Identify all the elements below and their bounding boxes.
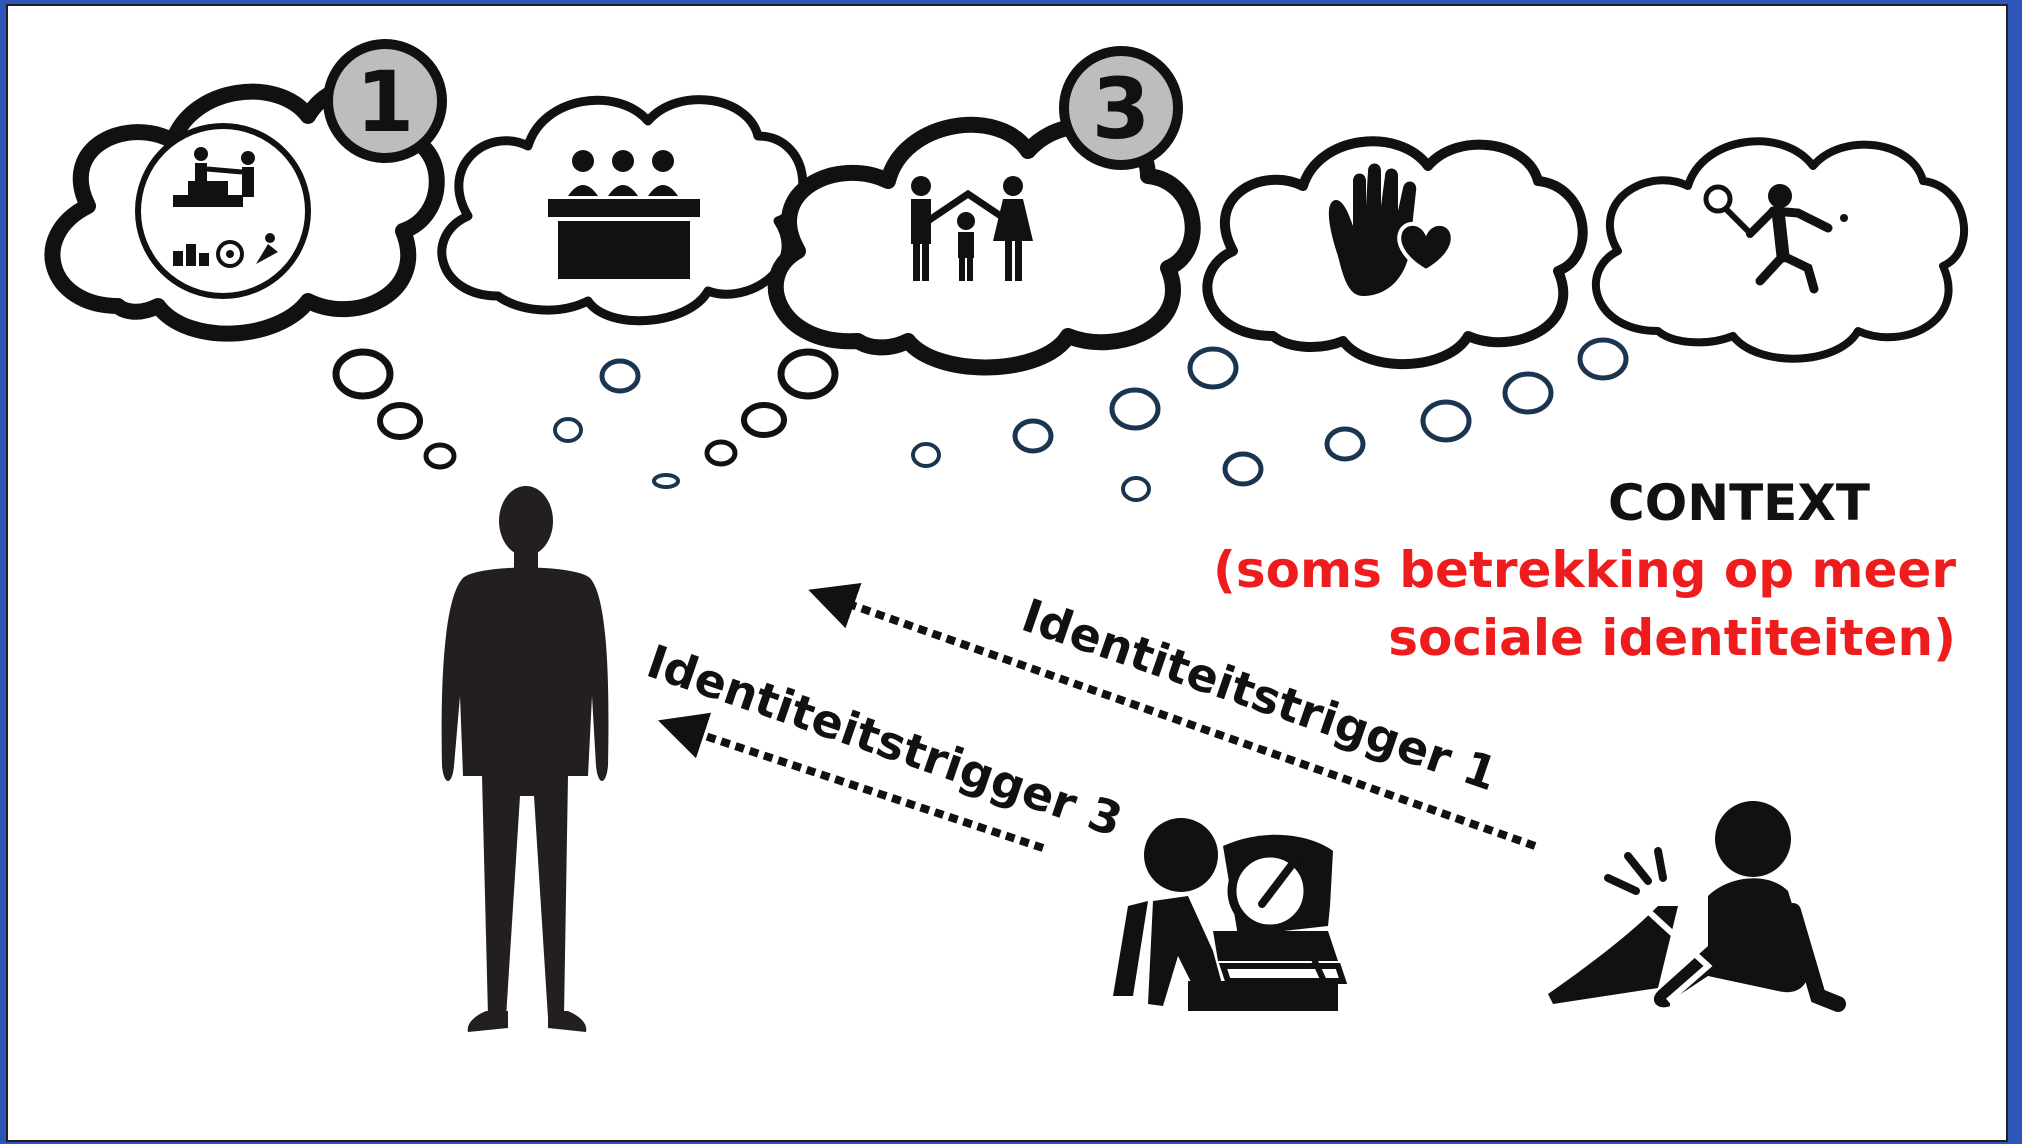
badge-3: 3 (1059, 46, 1183, 170)
badge-3-label: 3 (1092, 60, 1150, 158)
teamwork-icon (135, 123, 311, 299)
standing-person-silhouette-icon (441, 486, 609, 1032)
cloud-family: 3 (767, 46, 1201, 376)
trigger-3-arrow (658, 712, 1045, 852)
context-subtitle-line1: (soms betrekking op meer (1213, 541, 1956, 599)
cloud-volunteering (1202, 136, 1588, 370)
context-subtitle: (soms betrekking op meer sociale identit… (1196, 536, 1956, 672)
sick-in-bed-person-icon (1113, 818, 1348, 1011)
trigger-1-arrow (808, 583, 1537, 850)
cloud-work: 1 (44, 39, 447, 342)
tennis-player-icon (1703, 184, 1848, 294)
cloud-committee (437, 95, 808, 326)
family-icon (911, 176, 1033, 281)
committee-icon (548, 150, 700, 279)
diagram-frame: 1 (6, 4, 2008, 1142)
thought-bubbles-dark (332, 348, 839, 470)
hand-heart-icon (1328, 163, 1455, 296)
badge-1: 1 (323, 39, 447, 163)
badge-1-label: 1 (356, 53, 414, 151)
diagram-canvas: 1 (44, 39, 1968, 1032)
cloud-sport (1591, 137, 1968, 363)
context-subtitle-line2: sociale identiteiten) (1388, 609, 1956, 667)
context-title: CONTEXT (1608, 474, 1870, 532)
knee-injury-person-icon (1548, 801, 1846, 1012)
thought-bubbles-blue (553, 337, 1629, 502)
